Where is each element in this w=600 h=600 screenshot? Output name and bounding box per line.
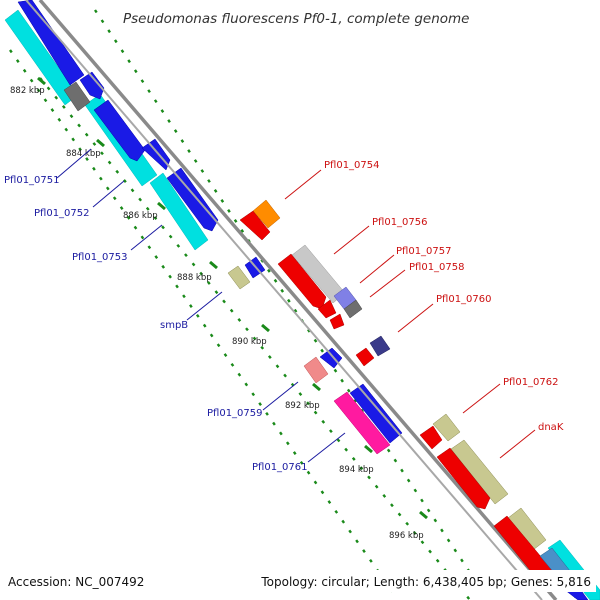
navy-feature [369, 335, 391, 357]
salmon-feature [303, 356, 329, 384]
khaki-feature-0762 [432, 413, 461, 442]
leader-line [186, 291, 223, 321]
forward-gene-labels: Pfl01_0751 Pfl01_0752 Pfl01_0753 smpB Pf… [4, 175, 308, 473]
tick-mark [157, 201, 166, 211]
gene-label-pfl01-0761: Pfl01_0761 [252, 462, 308, 473]
leader-line [333, 225, 370, 255]
red-feature-0760 [355, 347, 375, 367]
magenta-feature [333, 391, 391, 455]
gene-label-pfl01-0758: Pfl01_0758 [409, 262, 465, 273]
tick-mark [261, 323, 270, 333]
tick-mark [37, 76, 46, 86]
dark-gray-feature [343, 299, 363, 319]
tick-mark [96, 138, 105, 148]
accession-label: Accession: NC_007492 [8, 575, 144, 589]
leader-line [397, 303, 434, 333]
tick-marks [37, 76, 428, 520]
title-backdrop [118, 6, 480, 28]
leader-line [284, 169, 322, 200]
tick-label-888: 888 kbp [177, 273, 212, 283]
reverse-leader-lines [284, 169, 536, 459]
genome-summary-label: Topology: circular; Length: 6,438,405 bp… [260, 575, 591, 589]
leader-line [56, 148, 92, 179]
leader-line [262, 381, 299, 411]
blue-feature-4 [141, 138, 171, 171]
reverse-gene-labels: Pfl01_0754 Pfl01_0756 Pfl01_0757 Pfl01_0… [324, 160, 564, 433]
tick-mark [209, 260, 218, 270]
backbone-line-1 [38, 0, 558, 600]
leader-line [462, 383, 501, 414]
blue-feature-5 [166, 167, 219, 232]
leader-line [92, 180, 125, 208]
tick-mark [312, 382, 321, 392]
gene-label-pfl01-0762: Pfl01_0762 [503, 377, 559, 388]
genome-backbone [25, 0, 558, 600]
blue-feature-3 [93, 99, 146, 162]
inner-dotted-ring [39, 77, 471, 600]
backbone-line-2 [25, 0, 543, 600]
gene-label-smpb: smpB [160, 320, 188, 331]
leader-line [359, 254, 395, 284]
dotted-ring-outer-2 [94, 9, 476, 581]
leader-line [499, 429, 536, 459]
tick-label-882: 882 kbp [10, 86, 45, 96]
cyan-feature-3 [149, 172, 209, 251]
red-feature-0757 [317, 299, 337, 319]
orange-feature [252, 199, 281, 229]
gene-label-pfl01-0756: Pfl01_0756 [372, 217, 428, 228]
red-feature-0756 [277, 253, 327, 310]
red-feature-0758 [329, 313, 345, 330]
tick-label-886: 886 kbp [123, 211, 158, 221]
khaki-small-feature [227, 265, 251, 290]
leader-line [369, 269, 406, 298]
tick-label-892: 892 kbp [285, 401, 320, 411]
tick-label-884: 884 kbp [66, 149, 101, 159]
tick-labels: 882 kbp 884 kbp 886 kbp 888 kbp 890 kbp … [10, 86, 424, 541]
gray-feature [63, 81, 91, 112]
footer-summary-backdrop [256, 570, 596, 592]
gene-label-pfl01-0759: Pfl01_0759 [207, 408, 263, 419]
red-feature-dnaK [436, 447, 491, 510]
forward-leader-lines [56, 148, 346, 463]
map-title: Pseudomonas fluorescens Pf0-1, complete … [123, 11, 470, 27]
gene-label-pfl01-0753: Pfl01_0753 [72, 252, 128, 263]
red-feature-0762 [419, 425, 443, 450]
tick-label-894: 894 kbp [339, 465, 374, 475]
gene-label-pfl01-0752: Pfl01_0752 [34, 208, 90, 219]
gene-label-dnak: dnaK [538, 422, 564, 433]
red-feature-0754 [239, 210, 271, 241]
leader-line [130, 224, 163, 251]
leader-line [307, 432, 346, 463]
gene-label-pfl01-0751: Pfl01_0751 [4, 175, 60, 186]
blue-feature-row [17, 0, 403, 455]
tick-mark [364, 444, 373, 454]
gene-label-pfl01-0754: Pfl01_0754 [324, 160, 380, 171]
tick-label-896: 896 kbp [389, 531, 424, 541]
dotted-ring-inner-1 [39, 77, 471, 600]
gene-label-pfl01-0757: Pfl01_0757 [396, 246, 452, 257]
gene-label-pfl01-0760: Pfl01_0760 [436, 294, 492, 305]
footer-accession-backdrop [4, 570, 152, 592]
tick-label-890: 890 kbp [232, 337, 267, 347]
tick-mark [419, 510, 428, 520]
